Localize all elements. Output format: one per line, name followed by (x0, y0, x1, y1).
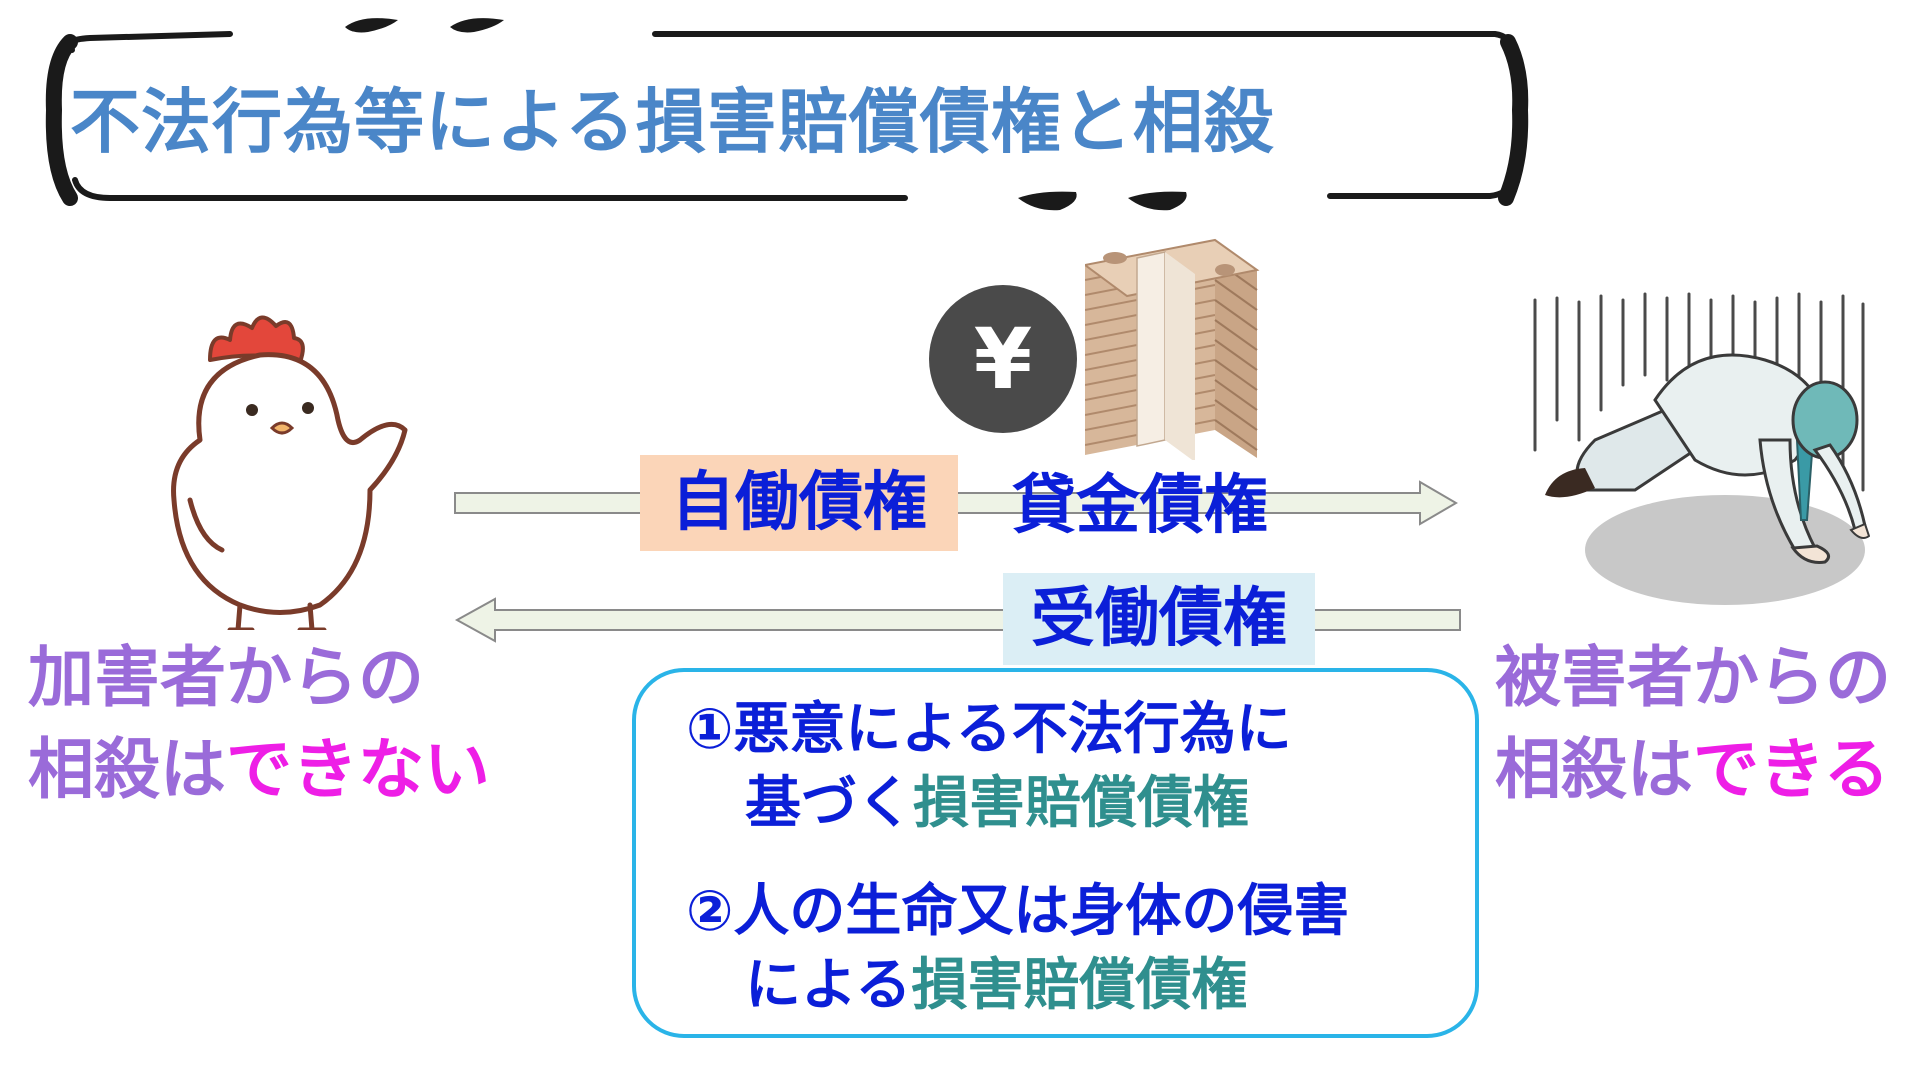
passive-claim-label: 受働債権 (1003, 573, 1315, 665)
right-label-line1: 被害者からの (1495, 639, 1891, 716)
exception-1-prefix: 基づく (745, 771, 913, 836)
right-label-emphasis: できる (1693, 731, 1890, 808)
left-label-line1: 加害者からの (28, 639, 424, 716)
left-label-prefix: 相殺は (28, 731, 226, 808)
exceptions-box (632, 668, 1479, 1038)
exception-1-term: 損害賠償債権 (913, 771, 1249, 836)
exception-2-line1: ②人の生命又は身体の侵害 (686, 879, 1350, 944)
right-label-prefix: 相殺は (1495, 731, 1693, 808)
exception-2-term: 損害賠償債権 (911, 953, 1248, 1018)
yen-symbol: ¥ (974, 310, 1032, 408)
right-party-label: 被害者からの 相殺はできる (1495, 632, 1915, 816)
kneeling-man-icon (1525, 290, 1871, 625)
yen-coin-icon: ¥ (928, 284, 1078, 434)
active-claim-label: 自働債権 (640, 455, 958, 551)
left-party-label: 加害者からの 相殺はできない (28, 632, 490, 816)
left-label-emphasis: できない (226, 731, 490, 808)
loan-claim-label: 貸金債権 (1012, 469, 1268, 543)
exception-2-prefix: による (745, 953, 912, 1018)
right-label-line2: 相殺はできる (1495, 724, 1915, 816)
exception-2-line2: による損害賠償債権 (745, 950, 1247, 1022)
cash-stack-icon (1082, 230, 1260, 462)
chicken-character-icon (160, 300, 420, 633)
exception-1-line1: ①悪意による不法行為に (686, 697, 1292, 762)
exception-1-line2: 基づく損害賠償債権 (745, 768, 1249, 840)
page-title: 不法行為等による損害賠償債権と相殺 (70, 81, 1275, 163)
left-label-line2: 相殺はできない (28, 724, 490, 816)
title-frame (45, 18, 1529, 211)
